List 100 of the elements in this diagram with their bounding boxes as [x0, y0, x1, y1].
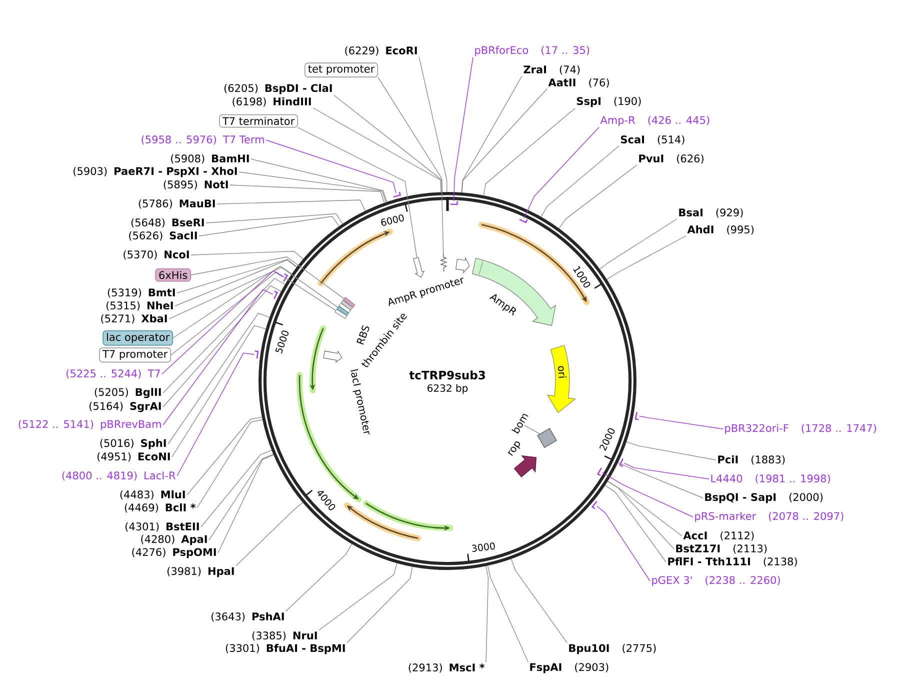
leader-line	[602, 472, 694, 518]
feature-label: rop	[508, 441, 520, 456]
leader-line	[596, 506, 650, 582]
primer-label: Amp-R (426 .. 445)	[600, 116, 710, 126]
leader-line	[230, 184, 385, 204]
primer-mark	[519, 218, 528, 224]
cut-site-label: (5205) BglII	[94, 388, 161, 398]
leader-line	[172, 266, 338, 338]
orf-arc	[362, 500, 454, 531]
cut-site-label: (5315) NheI	[106, 301, 173, 311]
primer-mark	[634, 412, 639, 420]
feature-label: tet promoter	[304, 62, 378, 78]
plasmid-size: 6232 bp	[428, 384, 468, 394]
leader-line	[461, 76, 522, 193]
cut-site-label: (5895) NotI	[164, 180, 228, 190]
tick-label: 6000	[381, 214, 404, 226]
leader-line	[170, 272, 336, 356]
feature-symbol	[413, 257, 425, 278]
leader-line	[168, 312, 270, 444]
cut-site-label: (4469) BclI *	[124, 503, 196, 513]
cut-site-label: FspAI (2903)	[530, 662, 608, 674]
leader-line	[378, 76, 444, 254]
orf-arc	[310, 325, 326, 394]
feature-bar	[336, 306, 349, 316]
cut-site-label: (3643) PshAI	[212, 612, 284, 622]
primer-label: (5122 .. 5141) pBRrevBam	[18, 420, 161, 430]
cut-site-label: (5370) NcoI	[124, 250, 189, 260]
cut-site-label: (4280) ApaI	[141, 534, 207, 546]
leader-line	[487, 565, 528, 662]
primer-mark	[393, 192, 402, 198]
cut-site-label: AatII (76)	[548, 78, 609, 88]
leader-line	[558, 164, 638, 229]
leader-line	[298, 127, 418, 258]
cut-site-label: ZraI (74)	[524, 65, 580, 75]
feature-label: 6xHis	[155, 268, 191, 282]
cut-site-label: PvuI (626)	[639, 154, 704, 164]
leader-line	[624, 462, 710, 480]
leader-line	[607, 480, 682, 536]
primer-mark	[619, 458, 624, 467]
cut-site-label: (5786) MauBI	[138, 199, 215, 209]
leader-line	[238, 172, 386, 203]
cut-site-label: (4276) PspOMI	[132, 548, 216, 558]
cut-site-label: (6198) HindIII	[232, 97, 311, 107]
feature-box	[537, 428, 557, 448]
cut-site-label: (5164) SgrAI	[90, 402, 161, 412]
cut-site-label: (5626) SacII	[129, 231, 197, 241]
cut-site-label: (5319) BmtI	[108, 288, 175, 298]
cut-site-label: BsaI (929)	[679, 208, 743, 218]
leader-line	[162, 278, 286, 394]
cut-site-label: (4301) BstEII	[126, 522, 199, 532]
feature-label: lac operator	[102, 330, 173, 346]
leader-line	[174, 260, 297, 306]
leader-line	[318, 562, 398, 630]
leader-line	[626, 441, 716, 460]
leader-line	[216, 200, 366, 212]
leader-line	[190, 250, 304, 260]
leader-line	[618, 462, 704, 498]
cut-site-label: AccI (2112)	[683, 531, 754, 541]
feature-bar	[343, 297, 355, 308]
cut-site-label: (2913) MscI *	[408, 663, 485, 673]
leader-line	[334, 94, 443, 192]
leader-line	[540, 146, 620, 218]
primer-label: (5225 .. 5244) T7	[66, 369, 160, 379]
primer-mark	[597, 468, 602, 476]
leader-line	[162, 270, 284, 374]
leader-line	[190, 256, 344, 300]
primer-label: pBR322ori-F (1728 .. 1747)	[725, 424, 876, 434]
tick-label: 5000	[275, 330, 289, 354]
leader-line	[524, 425, 540, 434]
cut-site-label: (5908) BamHI	[171, 154, 249, 164]
cut-site-label: BstZ17I (2113)	[676, 544, 767, 554]
cut-site-label: (6229) EcoRI	[345, 46, 417, 56]
cut-site-label: (5016) SphI	[100, 438, 166, 450]
cut-site-label: BspQI - SapI (2000)	[705, 492, 823, 504]
leader-line	[418, 56, 448, 192]
cut-site-label: SspI (190)	[576, 96, 641, 108]
leader-line	[176, 352, 255, 476]
primer-mark	[254, 350, 259, 359]
primer-label: pRS-marker (2078 .. 2097)	[695, 512, 844, 522]
cut-site-label: PflFI - Tth111I (2138)	[668, 557, 797, 567]
plasmid-name: tcTRP9sub3	[409, 370, 485, 380]
primer-mark	[450, 201, 458, 206]
leader-line	[198, 216, 340, 236]
leader-line	[607, 480, 674, 550]
cut-site-label: (6205) BspDI - ClaI	[224, 84, 332, 94]
leader-line	[196, 419, 263, 508]
leader-line	[286, 544, 352, 612]
leader-line	[168, 266, 292, 320]
leader-line	[599, 218, 678, 270]
tick-label: 3000	[472, 542, 495, 552]
leader-line	[453, 56, 474, 202]
cut-site-label: PciI (1883)	[718, 455, 785, 465]
leader-line	[346, 566, 413, 644]
leader-line	[176, 259, 298, 294]
feature-label: ori	[558, 366, 566, 378]
primer-label: (5958 .. 5976) T7 Term	[142, 135, 264, 145]
leader-line	[172, 325, 266, 458]
leader-line	[483, 108, 576, 196]
feature-label: T7 promoter	[99, 348, 171, 362]
primer-mark	[274, 290, 278, 300]
